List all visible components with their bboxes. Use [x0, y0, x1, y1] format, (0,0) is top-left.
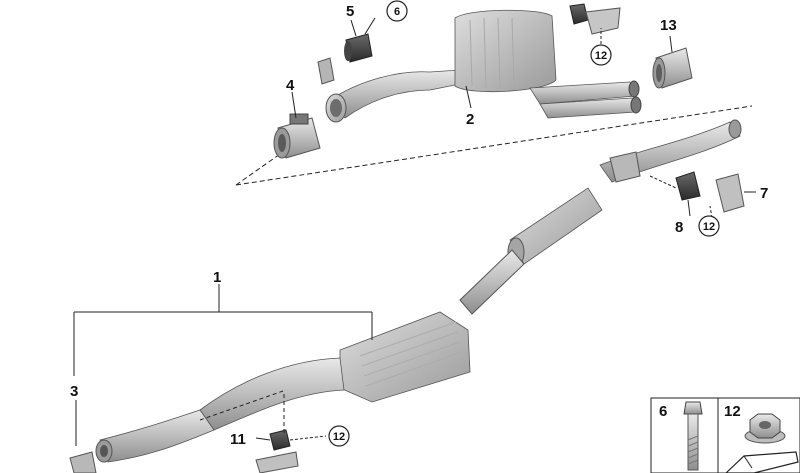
circled-ref-12-top: 12	[590, 44, 612, 66]
pipe-clamp	[273, 113, 321, 159]
hanger-bracket-rear	[569, 3, 621, 35]
svg-text:12: 12	[703, 221, 715, 233]
bracket-bottom	[255, 451, 299, 473]
tailpipe-tip	[652, 47, 693, 89]
svg-text:6: 6	[394, 6, 400, 18]
legend-nut-label: 12	[724, 403, 741, 420]
flange-nut-icon	[744, 413, 786, 444]
callout-11: 11	[230, 431, 246, 448]
callout-13: 13	[660, 17, 677, 34]
callout-3: 3	[70, 383, 78, 400]
callout-5: 5	[346, 3, 354, 20]
rubber-hanger-bottom	[269, 429, 291, 451]
callout-7: 7	[760, 185, 768, 202]
rubber-hanger-mid	[675, 171, 701, 201]
callout-8: 8	[675, 219, 683, 236]
bolt-icon	[683, 401, 703, 471]
circled-ref-12-bottom: 12	[328, 425, 350, 447]
callout-1: 1	[213, 269, 221, 286]
bracket-mid	[715, 173, 745, 213]
leader-lines	[73, 17, 756, 446]
rubber-mount	[344, 33, 373, 63]
svg-text:12: 12	[595, 50, 607, 62]
circled-ref-6-top: 6	[386, 0, 408, 22]
callout-2: 2	[466, 111, 474, 128]
circled-ref-12-mid: 12	[698, 215, 720, 237]
callout-labels: 5 4 2 13 7 8 1 3 11	[70, 3, 768, 448]
rear-muffler	[325, 9, 642, 123]
hardware-legend: 6 12	[650, 397, 800, 473]
circled-references: 6 12 12 12	[328, 0, 720, 447]
front-exhaust-pipe	[69, 119, 742, 473]
shim-strip-icon	[725, 451, 799, 473]
legend-bolt-label: 6	[659, 403, 667, 420]
svg-text:12: 12	[333, 431, 345, 443]
hanger-bracket-left	[317, 57, 335, 85]
callout-4: 4	[286, 77, 295, 94]
